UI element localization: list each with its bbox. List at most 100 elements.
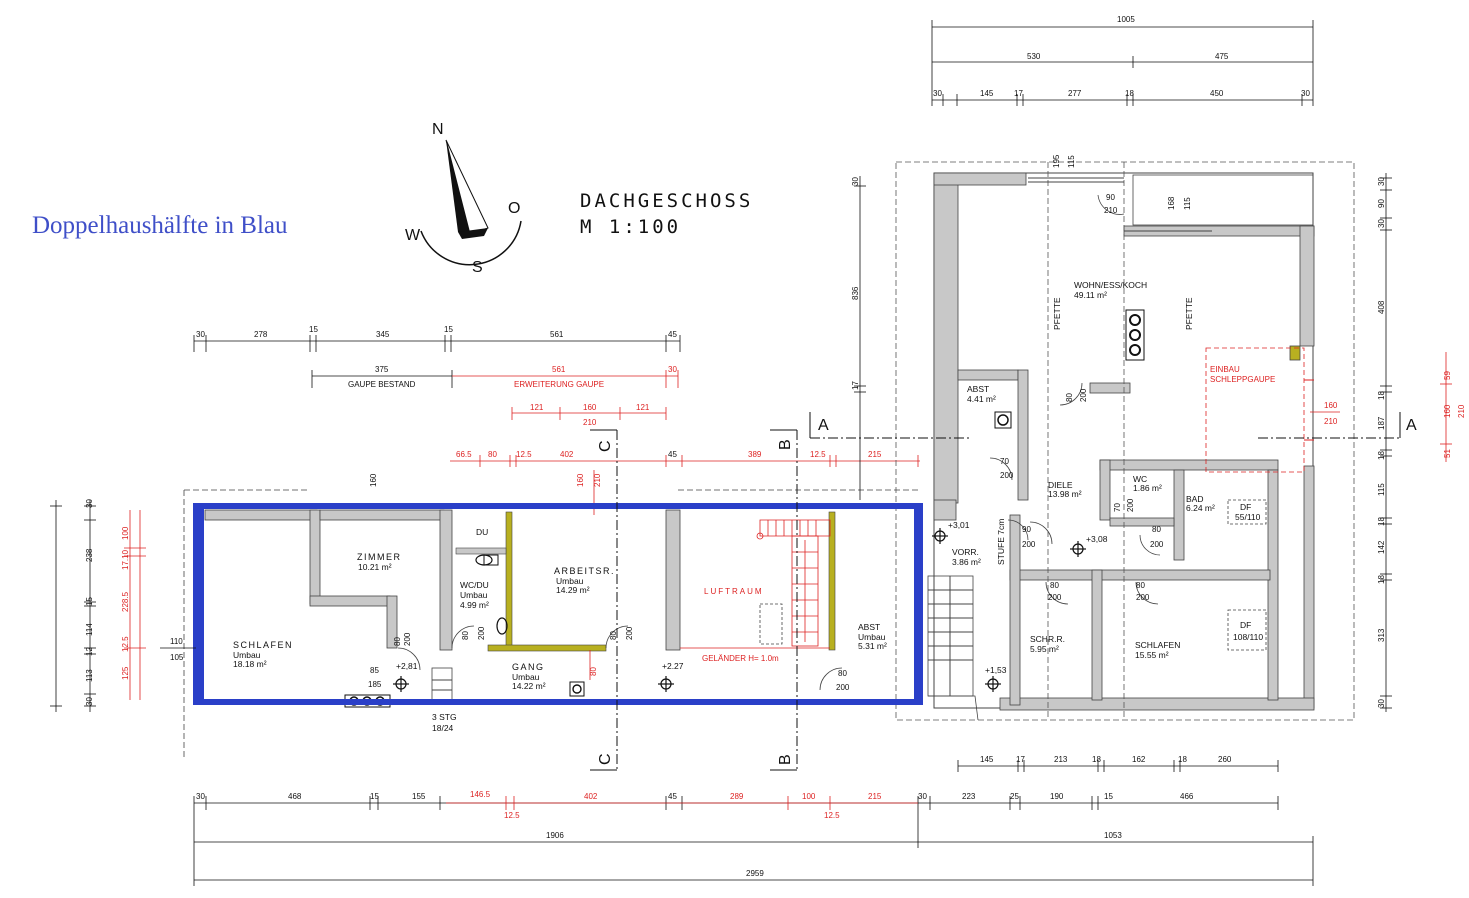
dim-top-530: 530 — [1027, 52, 1041, 61]
label-gelaender: GELÄNDER H= 1.0m — [702, 654, 779, 663]
dim-l-30b: 30 — [85, 697, 94, 706]
level-marks-left — [393, 676, 674, 692]
dim-g6: 45 — [668, 330, 677, 339]
label-df2: DF — [1240, 620, 1251, 630]
dim-b12: 25 — [1010, 792, 1019, 801]
dim-g2: 15 — [309, 325, 318, 334]
room-schlafenl-sub: Umbau — [233, 650, 261, 660]
dim-m4: 162 — [1132, 755, 1146, 764]
door-185: 185 — [368, 680, 382, 689]
level-308: +3,08 — [1086, 534, 1108, 544]
section-lines — [590, 412, 1401, 771]
door-200-i: 200 — [1048, 593, 1062, 602]
door-80-red: 80 — [589, 667, 598, 676]
door-200-b: 200 — [477, 626, 486, 640]
dim-b6: 45 — [668, 792, 677, 801]
dim-rc-18b: 18 — [1377, 451, 1386, 460]
dim-121a: 121 — [530, 403, 544, 412]
dim-b4: 146.5 — [470, 790, 491, 799]
dim-110: 110 — [170, 637, 183, 646]
section-c-bottom: C — [597, 753, 614, 765]
dim-160: 160 — [583, 403, 597, 412]
room-schlafenl-name: SCHLAFEN — [233, 640, 293, 650]
dim-rc-313: 313 — [1377, 628, 1386, 642]
level-marks-right — [932, 528, 1086, 692]
level-227: +2.27 — [662, 661, 684, 671]
label-df1-size: 55/110 — [1235, 512, 1261, 522]
label-3stg-size: 18/24 — [432, 723, 454, 733]
room-schlafenr-name: SCHLAFEN — [1135, 640, 1180, 650]
label-stufe: STUFE 7cm — [996, 519, 1006, 565]
dim-b3: 155 — [412, 792, 426, 801]
dim-top3-0: 30 — [933, 89, 942, 98]
dim-red-210: 210 — [1457, 404, 1466, 418]
dim-168: 168 — [1167, 196, 1176, 210]
room-bad-area: 6.24 m² — [1186, 503, 1215, 513]
room-gang-name: GANG — [512, 662, 545, 672]
gaupe-dimensions-red — [450, 370, 920, 515]
dim-rc-30a: 30 — [1377, 177, 1386, 186]
room-schr-area: 5.95 m² — [1030, 644, 1059, 654]
room-vorr-area: 3.86 m² — [952, 557, 981, 567]
door-200-c: 200 — [625, 626, 634, 640]
top-dimensions — [931, 20, 1314, 106]
label-pfette-1: PFETTE — [1052, 297, 1062, 330]
section-c-top: C — [597, 440, 614, 452]
label-einbau: EINBAU — [1210, 365, 1240, 374]
section-b-bottom: B — [777, 754, 794, 765]
dim-g1: 278 — [254, 330, 268, 339]
dim-v160: 160 — [576, 473, 585, 487]
room-gang-sub: Umbau — [512, 672, 540, 682]
gaupe-dimensions — [193, 335, 681, 388]
dim-rc-142: 142 — [1377, 540, 1386, 554]
door-200-d: 200 — [836, 683, 850, 692]
dim-b11: 223 — [962, 792, 976, 801]
dim-g5: 561 — [550, 330, 564, 339]
door-80-g: 80 — [1050, 581, 1059, 590]
dim-b5: 402 — [584, 792, 598, 801]
room-abstl-sub: Umbau — [858, 632, 886, 642]
dim-m0: 145 — [980, 755, 994, 764]
dim-m2: 213 — [1054, 755, 1068, 764]
right-house — [895, 161, 1355, 721]
room-wc-name: WC — [1133, 474, 1147, 484]
dim-160b: 160 — [369, 473, 378, 487]
room-wcdu-area: 4.99 m² — [460, 600, 489, 610]
room-gang-area: 14.22 m² — [512, 681, 546, 691]
room-abstl-name: ABST — [858, 622, 880, 632]
dim-m6: 260 — [1218, 755, 1232, 764]
room-wcdu-sub: Umbau — [460, 590, 488, 600]
dim-l-15: 15 — [85, 597, 94, 606]
dim-red-1710: 17.10 — [121, 549, 130, 570]
dim-375: 375 — [375, 365, 389, 374]
dim-erw-30: 30 — [668, 365, 677, 374]
door-200-f: 200 — [1000, 471, 1014, 480]
door-200-g: 200 — [1022, 540, 1036, 549]
dim-r5-4: 45 — [668, 450, 677, 459]
room-zimmer-area: 10.21 m² — [358, 562, 392, 572]
dim-g4: 15 — [444, 325, 453, 334]
room-diele-name: DIELE — [1048, 480, 1073, 490]
room-bad-name: BAD — [1186, 494, 1203, 504]
dim-rc-30b: 30 — [1377, 219, 1386, 228]
dim-b14: 15 — [1104, 792, 1113, 801]
dim-1906: 1906 — [546, 831, 564, 840]
dim-b0: 30 — [196, 792, 205, 801]
dim-red-100: 100 — [121, 526, 130, 540]
dim-red-51: 51 — [1443, 449, 1452, 458]
room-abstl-area: 5.31 m² — [858, 641, 887, 651]
dim-l-12: 12 — [85, 647, 94, 656]
door-90-b: 90 — [1022, 525, 1031, 534]
door-80-c: 80 — [609, 631, 618, 640]
door-210: 210 — [1104, 206, 1118, 215]
dim-210: 210 — [583, 418, 597, 427]
dim-m1: 17 — [1016, 755, 1025, 764]
dim-top3-5: 450 — [1210, 89, 1224, 98]
section-b-top: B — [777, 439, 794, 450]
dim-105: 105 — [170, 653, 184, 662]
room-wc-area: 1.86 m² — [1133, 483, 1162, 493]
title-line2: M 1:100 — [580, 216, 682, 238]
dim-b15: 466 — [1180, 792, 1194, 801]
door-80-f: 80 — [1152, 525, 1161, 534]
